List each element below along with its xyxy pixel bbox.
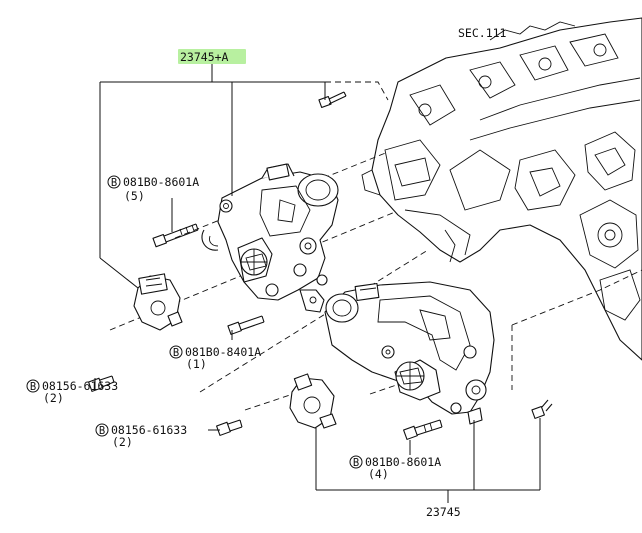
bolt-qty: (2) bbox=[112, 435, 133, 449]
long-bolt-upper bbox=[152, 223, 199, 248]
highlight-box bbox=[178, 49, 246, 64]
bolt-qty: (2) bbox=[43, 391, 64, 405]
leader-lines bbox=[94, 64, 541, 503]
sensor-bolt-callout-2: B 08156-61633 (2) bbox=[95, 423, 187, 449]
bolt-code: 081B0-8601A bbox=[365, 455, 441, 469]
bolt-qty: (5) bbox=[124, 189, 145, 203]
b-symbol: B bbox=[111, 177, 117, 189]
b-symbol: B bbox=[173, 347, 179, 359]
bolt-callout-1: B 081B0-8401A (1) bbox=[169, 345, 261, 371]
upper-position-sensor bbox=[133, 273, 183, 331]
bolt-qty: (1) bbox=[186, 357, 207, 371]
right-bolt bbox=[531, 399, 553, 419]
upper-vtc-valve-body bbox=[201, 163, 339, 313]
sensor-bolt-callout-1: B 08156-61633 (2) bbox=[26, 379, 118, 405]
bolt-qty: (4) bbox=[368, 467, 389, 481]
b-symbol: B bbox=[353, 457, 359, 469]
bolt-code: 08156-61633 bbox=[111, 423, 187, 437]
bolt-code: 08156-61633 bbox=[42, 379, 118, 393]
sec-111-label: SEC.111 bbox=[458, 26, 507, 40]
top-assembly-label: 23745+A bbox=[180, 50, 229, 64]
bottom-assembly-label: 23745 bbox=[426, 505, 461, 519]
top-bolt bbox=[318, 91, 347, 109]
bolt-code: 081B0-8401A bbox=[185, 345, 261, 359]
top-assembly-callout: 23745+A bbox=[178, 49, 246, 64]
long-bolt-lower bbox=[403, 419, 443, 440]
b-symbol: B bbox=[30, 381, 36, 393]
bolt-callout-5: B 081B0-8601A (5) bbox=[107, 175, 199, 203]
b-symbol: B bbox=[99, 425, 105, 437]
engine-block bbox=[361, 17, 642, 361]
bolt-callout-4: B 081B0-8601A (4) bbox=[349, 455, 441, 481]
lower-position-sensor bbox=[289, 373, 337, 429]
medium-bolt bbox=[227, 315, 265, 335]
sensor-bolt-lower bbox=[216, 419, 243, 436]
lower-vtc-valve-body bbox=[324, 281, 495, 425]
bolt-code: 081B0-8601A bbox=[123, 175, 199, 189]
